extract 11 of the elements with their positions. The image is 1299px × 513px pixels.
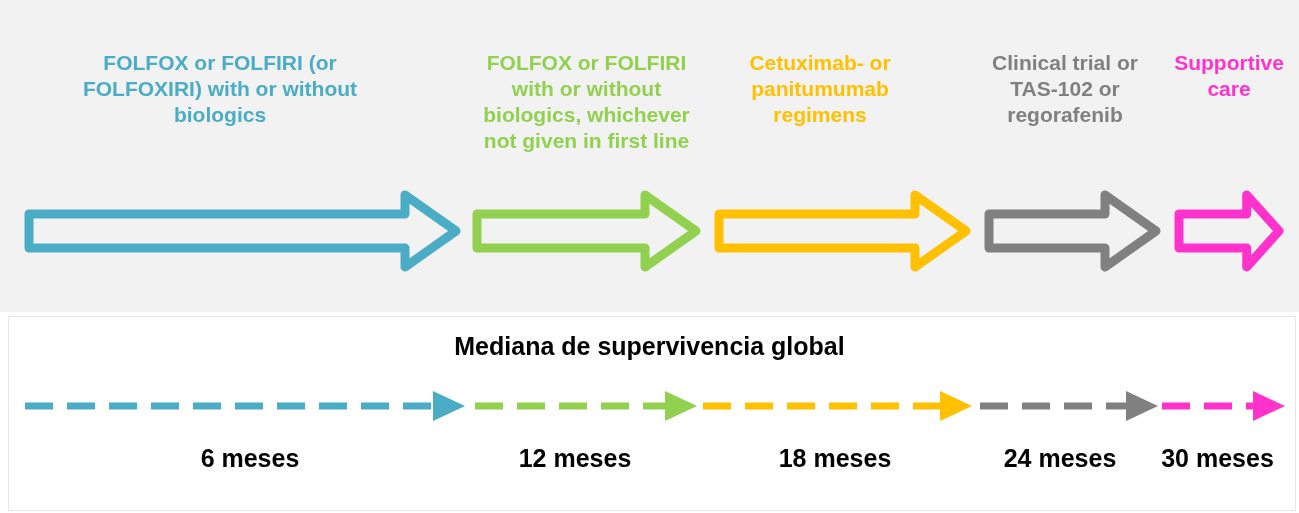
timeline-title: Mediana de supervivencia global <box>454 331 845 362</box>
regimen-label: FOLFOX or FOLFIRI (or FOLFOXIRI) with or without biologics <box>81 50 359 128</box>
duration-label: 24 meses <box>1003 443 1117 473</box>
duration-label: 30 meses <box>1161 443 1274 473</box>
duration-label: 18 meses <box>778 443 892 473</box>
regimen-label: Supportive care <box>1173 50 1285 102</box>
regimen-label: FOLFOX or FOLFIRI with or without biologics, whichever not given in first line <box>482 50 691 154</box>
regimen-label: Cetuximab- or panitumumab regimens <box>748 50 892 128</box>
duration-label: 12 meses <box>518 443 632 473</box>
duration-label: 6 meses <box>200 443 300 473</box>
regimen-label: Clinical trial or TAS-102 or regorafenib <box>991 50 1139 128</box>
